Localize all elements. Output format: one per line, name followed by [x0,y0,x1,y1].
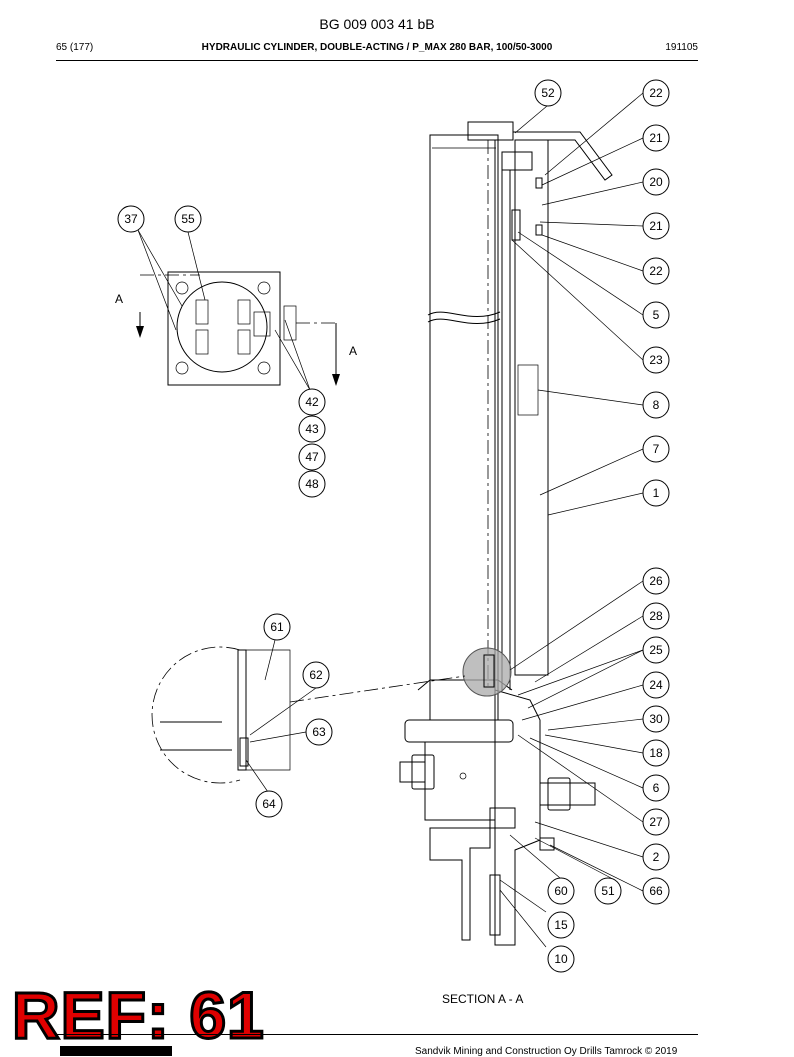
svg-text:26: 26 [649,574,663,588]
callout-55: 55 [174,205,202,233]
callout-60: 60 [547,877,575,905]
callout-28: 28 [642,602,670,630]
svg-text:28: 28 [649,609,663,623]
svg-text:25: 25 [649,643,663,657]
document-code: BG 009 003 41 bB [319,16,435,32]
svg-text:22: 22 [649,264,663,278]
page-number: 65 (177) [56,42,94,53]
callout-64: 64 [255,790,283,818]
svg-text:52: 52 [541,86,555,100]
callout-21-b: 21 [642,212,670,240]
detail-highlight-circle [462,647,512,697]
top-cap [467,121,514,141]
svg-text:15: 15 [554,918,568,932]
callout-22: 22 [642,79,670,107]
callout-20: 20 [642,168,670,196]
callout-10: 10 [547,945,575,973]
break-line-lower [427,318,501,324]
svg-text:22: 22 [649,86,663,100]
callout-1: 1 [642,479,670,507]
svg-text:6: 6 [653,781,660,795]
callout-26: 26 [642,567,670,595]
svg-text:47: 47 [305,450,319,464]
footer-divider [56,1034,698,1035]
svg-text:55: 55 [181,212,195,226]
callout-47: 47 [298,443,326,471]
svg-text:43: 43 [305,422,319,436]
section-marker-a-right: A [349,344,357,358]
svg-text:21: 21 [649,219,663,233]
callout-52: 52 [534,79,562,107]
callout-63: 63 [305,718,333,746]
callout-6: 6 [642,774,670,802]
callout-51: 51 [594,877,622,905]
callout-42: 42 [298,388,326,416]
svg-text:30: 30 [649,712,663,726]
callout-62: 62 [302,661,330,689]
svg-text:10: 10 [554,952,568,966]
svg-text:18: 18 [649,746,663,760]
svg-text:21: 21 [649,131,663,145]
svg-text:63: 63 [312,725,326,739]
svg-text:62: 62 [309,668,323,682]
page-title: HYDRAULIC CYLINDER, DOUBLE-ACTING / P_MA… [201,42,553,53]
callout-48: 48 [298,470,326,498]
top-view [136,229,340,391]
callout-5: 5 [642,301,670,329]
svg-text:7: 7 [653,442,660,456]
hydraulic-fitting-right [539,782,596,806]
svg-text:42: 42 [305,395,319,409]
break-line-upper [427,311,501,317]
lower-body-section [494,689,541,946]
ref-badge: REF: 61 [11,978,266,1052]
svg-text:24: 24 [649,678,663,692]
brand-logo [60,1046,172,1056]
mount-bracket [429,827,491,941]
header-divider [56,60,698,61]
callout-30: 30 [642,705,670,733]
callout-43: 43 [298,415,326,443]
svg-text:1: 1 [653,486,660,500]
section-label: SECTION A - A [442,992,524,1006]
callout-8: 8 [642,391,670,419]
leader-lines-right [499,92,644,948]
footer-copyright: Sandvik Mining and Construction Oy Drill… [415,1046,678,1057]
document-date: 191105 [665,42,698,53]
detail-view [151,639,466,793]
svg-text:5: 5 [653,308,660,322]
svg-text:64: 64 [262,797,276,811]
svg-text:37: 37 [124,212,138,226]
svg-text:61: 61 [270,620,284,634]
callout-61: 61 [263,613,291,641]
callout-7: 7 [642,435,670,463]
svg-text:66: 66 [649,884,663,898]
svg-text:27: 27 [649,815,663,829]
callout-22-b: 22 [642,257,670,285]
callout-15: 15 [547,911,575,939]
callout-24: 24 [642,671,670,699]
cylinder-wall-section [514,139,549,676]
cylinder-assembly [399,121,613,946]
svg-text:20: 20 [649,175,663,189]
svg-text:23: 23 [649,353,663,367]
callout-18: 18 [642,739,670,767]
svg-text:48: 48 [305,477,319,491]
callout-37: 37 [117,205,145,233]
callout-2: 2 [642,843,670,871]
callout-27: 27 [642,808,670,836]
callout-23: 23 [642,346,670,374]
callout-66: 66 [642,877,670,905]
svg-text:2: 2 [653,850,660,864]
callout-25: 25 [642,636,670,664]
lower-head [404,719,514,743]
callout-21: 21 [642,124,670,152]
svg-text:60: 60 [554,884,568,898]
section-marker-a-left: A [115,292,123,306]
svg-text:51: 51 [601,884,615,898]
svg-text:8: 8 [653,398,660,412]
